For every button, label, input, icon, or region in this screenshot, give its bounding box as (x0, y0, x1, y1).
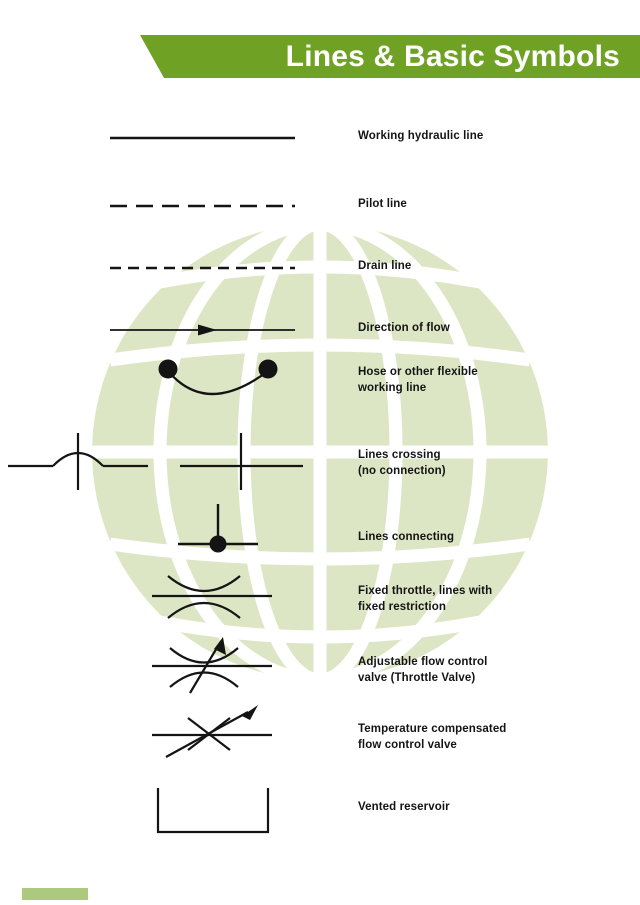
legend-label: Temperature compensated flow control val… (358, 723, 507, 751)
lines-connecting-symbol (178, 504, 258, 553)
legend-label: Direction of flow (358, 322, 450, 334)
fixed-throttle-symbol (152, 575, 272, 619)
lines-crossing-symbol (8, 433, 303, 490)
long-dashed-line-symbol (110, 204, 295, 208)
legend-label: Pilot line (358, 198, 407, 210)
arrow-line-symbol (110, 324, 295, 336)
legend-label: Working hydraulic line (358, 130, 484, 142)
temperature-compensated-symbol (152, 705, 272, 758)
legend-label: Lines connecting (358, 531, 455, 543)
legend-label: Drain line (358, 260, 412, 272)
legend-label: Hose or other flexible working line (358, 366, 478, 394)
solid-line-symbol (110, 136, 295, 140)
page-title: Lines & Basic Symbols (285, 40, 620, 73)
legend-label: Fixed throttle, lines with fixed restric… (358, 585, 493, 613)
bottom-accent-bar (22, 888, 88, 900)
legend-label: Vented reservoir (358, 801, 450, 813)
short-dashed-line-symbol (110, 266, 295, 270)
vented-reservoir-symbol (156, 788, 270, 834)
hose-flexible-line-symbol (158, 359, 278, 396)
adjustable-flow-control-symbol (152, 637, 272, 694)
legend-label: Lines crossing (no connection) (358, 449, 446, 477)
header-banner (140, 35, 640, 78)
legend-label: Adjustable flow control valve (Throttle … (358, 656, 488, 684)
